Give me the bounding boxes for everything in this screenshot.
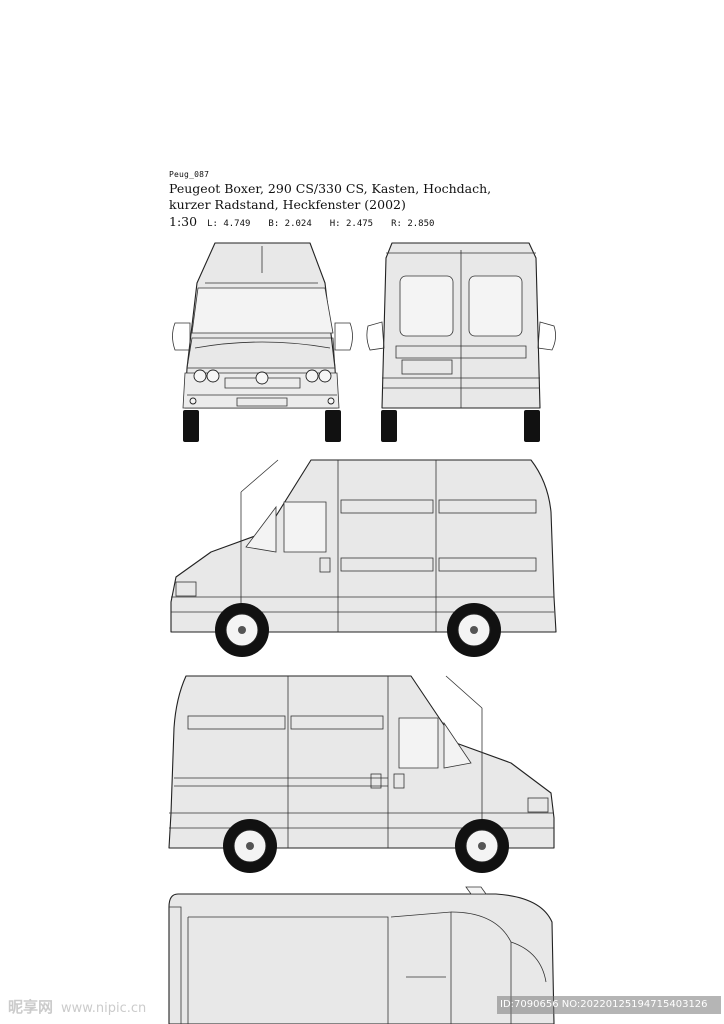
front-view-drawing — [172, 242, 353, 442]
drawing-title: Peugeot Boxer, 290 CS/330 CS, Kasten, Ho… — [169, 181, 491, 213]
height-spec: H: 2.475 — [329, 219, 374, 229]
watermark-brand-name: 昵享网 — [8, 998, 54, 1016]
watermark-id: ID:7090656 NO:20220125194715403126 — [497, 996, 721, 1014]
rear-view-drawing — [366, 242, 556, 442]
width-spec: B: 2.024 — [268, 219, 312, 229]
title-line-1: Peugeot Boxer, 290 CS/330 CS, Kasten, Ho… — [169, 181, 492, 196]
watermark-url: www.nipic.cn — [61, 1001, 147, 1016]
scale-label: 1:30 — [169, 214, 198, 229]
dimension-specs: 1:30 L: 4.749 B: 2.024 H: 2.475 R: 2.850 — [169, 214, 434, 229]
watermark-brand: 昵享网 www.nipic.cn — [8, 996, 146, 1017]
side-view-right-drawing — [168, 675, 555, 873]
title-line-2: kurzer Radstand, Heckfenster (2002) — [169, 197, 406, 212]
drawing-code: Peug_087 — [169, 170, 210, 179]
length-spec: L: 4.749 — [207, 219, 251, 229]
top-view-drawing — [168, 886, 555, 1024]
side-view-left-drawing — [170, 459, 557, 657]
wheelbase-spec: R: 2.850 — [391, 219, 435, 229]
